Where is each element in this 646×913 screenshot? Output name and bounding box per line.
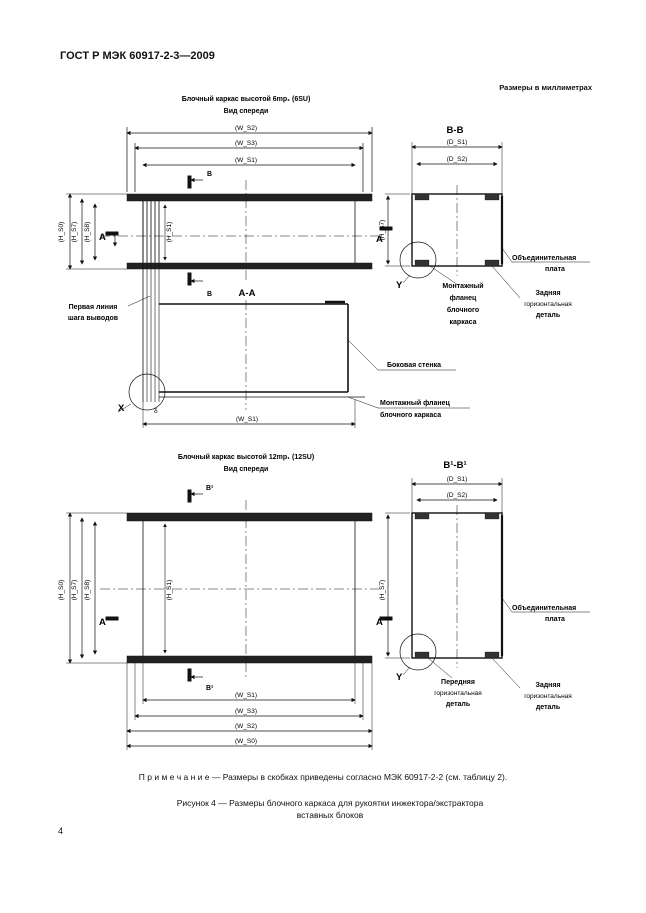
fig1-aa-title: A-A xyxy=(239,288,256,299)
page-number: 4 xyxy=(58,826,64,836)
fig2-dim-ws3: (W_S3) xyxy=(235,708,257,715)
fig1-dim-hs7: (H_S7) xyxy=(71,222,78,243)
fig1-label-rear-l2: горизонтальная xyxy=(524,301,572,308)
fig1-label-unifying-l2: плата xyxy=(545,266,565,273)
fig1-bb-mark-a: A xyxy=(376,234,383,245)
fig1-mark-delta: δ xyxy=(154,408,158,415)
fig1-aa-section xyxy=(117,201,470,428)
fig2-label-front-l1: Передняя xyxy=(441,679,475,686)
fig1-dim-hs0: (H_S0) xyxy=(58,222,65,243)
fig2-dim-hs0: (H_S0) xyxy=(58,580,65,601)
fig2-label-rear-l3: деталь xyxy=(536,704,561,711)
fig1-mark-b-bottom: B xyxy=(207,291,212,298)
fig2-title-line1: Блочный каркас высотой 12mp₁ (12SU) xyxy=(178,453,314,461)
fig1-section-marks xyxy=(105,175,203,286)
fig1-bb-title: B-B xyxy=(447,125,464,136)
fig1-dim-ws3: (W_S3) xyxy=(235,140,257,147)
figure-caption-line2: вставных блоков xyxy=(296,810,364,820)
fig1-label-rear-l3: деталь xyxy=(536,312,561,319)
fig2-dim-hs7-side: (H_S7) xyxy=(379,580,386,601)
fig2-dim-hs7: (H_S7) xyxy=(71,580,78,601)
fig2-dim-ws2: (W_S2) xyxy=(235,723,257,730)
figure-caption-line1: Рисунок 4 — Размеры блочного каркаса для… xyxy=(176,798,484,808)
fig1-dim-hs8: (H_S8) xyxy=(84,222,91,243)
fig2-b1b1-section xyxy=(379,478,590,689)
fig1-label-first-line-l2: шага выводов xyxy=(68,315,119,322)
fig1-label-flange-l2: фланец xyxy=(450,295,477,302)
fig2-b1b1-title: B¹-B¹ xyxy=(443,460,466,471)
fig2-label-rear-l2: горизонтальная xyxy=(524,693,572,700)
fig1-mark-x: X xyxy=(118,403,125,414)
fig1-dim-ws1-bottom: (W_S1) xyxy=(236,416,258,423)
fig2-dim-ds2: (D_S2) xyxy=(447,492,468,499)
fig1-label-side-wall: Боковая стенка xyxy=(387,362,441,369)
fig1-label-flange-l4: каркаса xyxy=(450,319,477,326)
fig2-dim-ws0: (W_S0) xyxy=(235,738,257,745)
fig2-section-marks xyxy=(105,489,203,682)
fig2-label-unifying-l1: Объединительная xyxy=(512,604,576,612)
fig1-dim-ds1: (D_S1) xyxy=(447,139,468,146)
fig1-bb-section xyxy=(379,142,590,299)
fig1-dim-hs1: (H_S1) xyxy=(166,222,173,243)
fig1-title-line1: Блочный каркас высотой 6mp₁ (6SU) xyxy=(182,95,311,103)
fig2-height-dimensions xyxy=(67,512,98,664)
fig2-label-front-l3: деталь xyxy=(446,701,471,708)
fig1-label-first-line-l1: Первая линия xyxy=(69,304,118,311)
fig2-mark-b1-top: B¹ xyxy=(206,485,214,492)
figure-caption: Рисунок 4 — Размеры блочного каркаса для… xyxy=(120,797,540,821)
first-line-leader xyxy=(127,295,151,307)
fig2-label-unifying-l2: плата xyxy=(545,616,565,623)
fig1-height-dimensions xyxy=(67,193,98,270)
figure-note: П р и м е ч а н и е — Размеры в скобках … xyxy=(138,772,508,782)
document-header: ГОСТ Р МЭК 60917-2-3—2009 xyxy=(60,50,215,62)
fig2-dim-hs8: (H_S8) xyxy=(84,580,91,601)
fig2-width-dimensions xyxy=(126,663,373,750)
fig1-width-dimensions xyxy=(126,127,373,192)
fig2-b1-mark-a: A xyxy=(376,617,383,628)
fig2-mark-y: Y xyxy=(396,672,403,683)
fig1-front-view xyxy=(66,180,380,282)
fig1-label-flange-l3: блочного xyxy=(447,306,479,314)
fig1-label-unifying-l1: Объединительная xyxy=(512,254,576,262)
fig1-dim-ws2: (W_S2) xyxy=(235,125,257,132)
fig1-dim-ws1: (W_S1) xyxy=(235,157,257,164)
fig2-mark-a: A xyxy=(99,617,106,628)
fig1-mark-a: A xyxy=(99,232,106,243)
fig1-label-mount-flange-l2: блочного каркаса xyxy=(380,411,441,419)
fig1-dim-ds2: (D_S2) xyxy=(447,156,468,163)
units-note: Размеры в миллиметрах xyxy=(499,83,592,92)
fig1-mark-b-top: B xyxy=(207,171,212,178)
fig2-dim-ws1: (W_S1) xyxy=(235,692,257,699)
fig2-mark-b1-bottom: B¹ xyxy=(206,685,214,692)
fig1-label-mount-flange-l1: Монтажный фланец xyxy=(380,399,450,407)
fig2-label-front-l2: горизонтальная xyxy=(434,690,482,697)
fig2-dim-hs1: (H_S1) xyxy=(166,580,173,601)
fig1-mark-y: Y xyxy=(396,280,403,291)
fig1-dim-hs7-side: (H_S7) xyxy=(379,220,386,241)
fig2-front-view xyxy=(66,500,380,678)
fig2-dim-ds1: (D_S1) xyxy=(447,476,468,483)
fig1-title-line2: Вид спереди xyxy=(224,108,269,115)
fig2-label-rear-l1: Задняя xyxy=(535,682,560,689)
fig2-title-line2: Вид спереди xyxy=(224,466,269,473)
fig1-label-flange-l1: Монтажный xyxy=(442,282,483,290)
fig1-label-rear-l1: Задняя xyxy=(535,290,560,297)
